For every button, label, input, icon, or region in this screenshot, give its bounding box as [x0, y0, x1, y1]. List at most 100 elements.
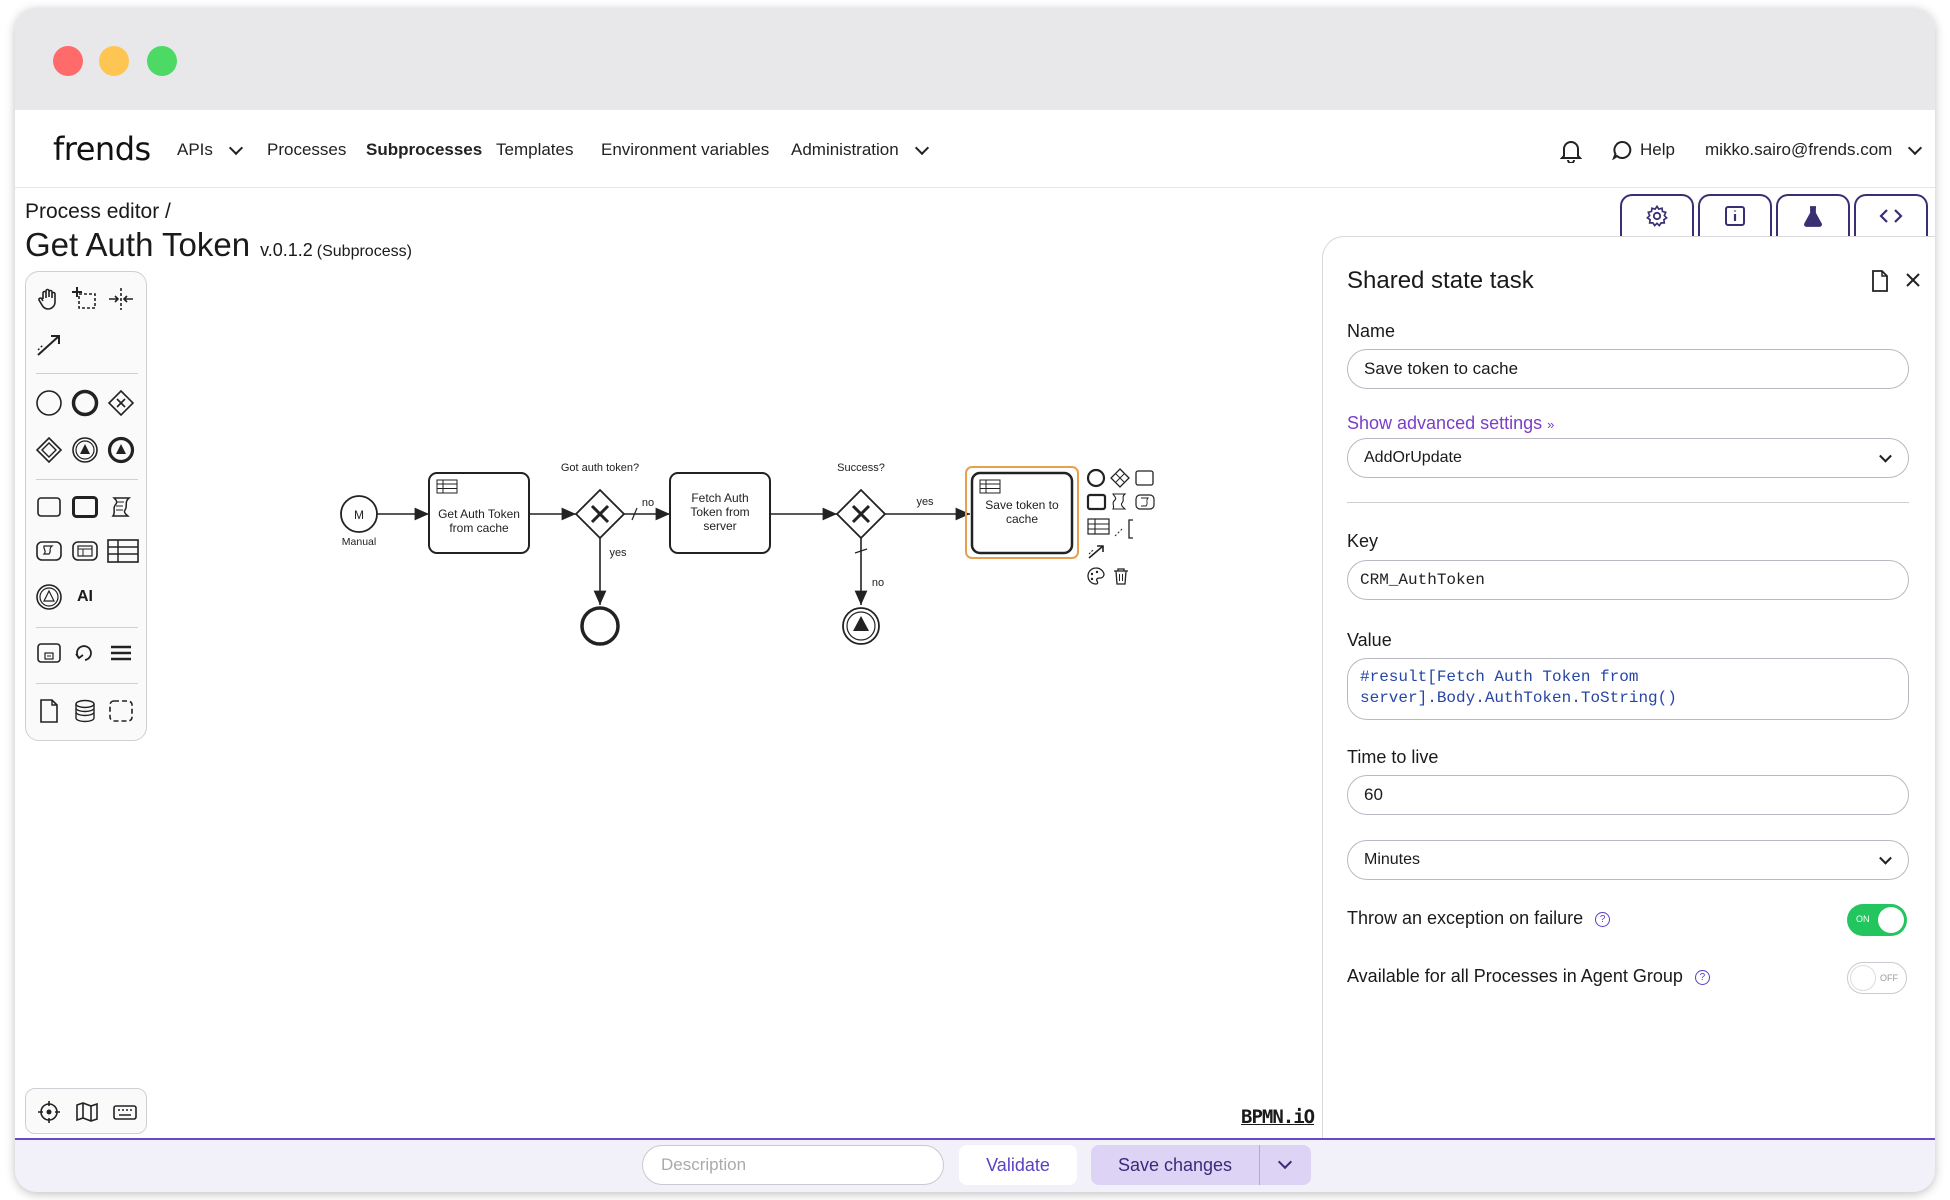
- title-bar: [15, 8, 1935, 110]
- document-icon[interactable]: [1871, 270, 1889, 297]
- save-changes-button[interactable]: Save changes: [1091, 1145, 1311, 1185]
- task-save-token-to-cache[interactable]: Save token to cache: [965, 466, 1079, 559]
- close-window-button[interactable]: [53, 46, 83, 76]
- help-icon[interactable]: ?: [1694, 969, 1710, 985]
- color-palette-icon[interactable]: [1087, 567, 1105, 585]
- hand-tool-icon[interactable]: [34, 284, 64, 314]
- bpmn-diagram: M Manual Get Auth Token from cache Got a…: [340, 462, 1155, 646]
- append-shared-state-icon[interactable]: [1087, 518, 1110, 535]
- data-object-icon[interactable]: [34, 696, 64, 726]
- keyboard-icon[interactable]: [110, 1097, 140, 1127]
- collapsed-subprocess-icon[interactable]: [34, 638, 64, 668]
- key-field[interactable]: CRM_AuthToken: [1347, 560, 1909, 600]
- group-icon[interactable]: [106, 696, 136, 726]
- ttl-unit-value: Minutes: [1364, 851, 1421, 868]
- script-task-icon[interactable]: [106, 492, 136, 522]
- default-flow-marker: [854, 548, 868, 554]
- save-options-dropdown[interactable]: [1260, 1154, 1310, 1170]
- gateway-icon[interactable]: [106, 388, 136, 418]
- space-tool-icon[interactable]: [106, 284, 136, 314]
- append-end-event-icon[interactable]: [1086, 468, 1106, 488]
- show-advanced-settings-link[interactable]: Show advanced settings »: [1347, 413, 1554, 434]
- process-version: v.0.1.2: [260, 240, 313, 260]
- flow-label-no: no: [642, 497, 654, 509]
- tab-test[interactable]: [1776, 194, 1850, 236]
- palette-divider: [36, 683, 138, 684]
- inclusive-gateway-icon[interactable]: [34, 435, 64, 465]
- task-fetch-auth-token[interactable]: Fetch Auth Token from server: [669, 472, 771, 554]
- validate-button[interactable]: Validate: [959, 1145, 1077, 1185]
- task-label-line: Save token to: [985, 498, 1059, 512]
- bpmn-io-logo[interactable]: BPMN.iO: [1241, 1106, 1315, 1128]
- nav-environment-variables[interactable]: Environment variables: [601, 140, 769, 160]
- recenter-icon[interactable]: [34, 1097, 64, 1127]
- description-input[interactable]: Description: [642, 1145, 944, 1185]
- tab-info[interactable]: [1698, 194, 1772, 236]
- tab-settings[interactable]: [1620, 194, 1694, 236]
- minimize-window-button[interactable]: [99, 46, 129, 76]
- nav-subprocesses-label: Subprocesses: [366, 140, 483, 159]
- start-event[interactable]: M Manual: [340, 495, 378, 548]
- maximize-window-button[interactable]: [147, 46, 177, 76]
- frends-logo[interactable]: frends: [53, 130, 151, 168]
- gateway-got-auth-token[interactable]: Got auth token?: [561, 462, 639, 540]
- loop-icon[interactable]: [70, 638, 100, 668]
- text-annotation-icon[interactable]: [1114, 519, 1133, 539]
- breadcrumb[interactable]: Process editor /: [25, 200, 171, 223]
- operation-select[interactable]: AddOrUpdate: [1347, 438, 1909, 478]
- end-event-icon[interactable]: [70, 388, 100, 418]
- tab-code[interactable]: [1854, 194, 1928, 236]
- shared-state-task-icon[interactable]: [106, 536, 140, 566]
- nav-administration[interactable]: Administration: [791, 140, 929, 160]
- nav-apis[interactable]: APIs: [177, 140, 243, 160]
- time-unit-select[interactable]: Minutes: [1347, 840, 1909, 880]
- divider: [1259, 1145, 1260, 1185]
- code-task-icon[interactable]: [34, 536, 64, 566]
- task-get-auth-token[interactable]: Get Auth Token from cache: [428, 472, 530, 554]
- map-icon[interactable]: [72, 1097, 102, 1127]
- time-to-live-field[interactable]: 60: [1347, 775, 1909, 815]
- browser-window: frends APIs Processes Subprocesses Templ…: [15, 8, 1935, 1192]
- shared-state-task-icon: [436, 479, 458, 494]
- connect-icon[interactable]: [1088, 545, 1104, 559]
- value-line: server].Body.AuthToken.ToString(): [1360, 689, 1677, 707]
- intermediate-event-icon[interactable]: [34, 582, 64, 612]
- key-value: CRM_AuthToken: [1360, 571, 1485, 589]
- append-script-task-icon[interactable]: [1111, 493, 1127, 510]
- end-event[interactable]: [580, 606, 620, 646]
- trash-icon[interactable]: [1114, 568, 1128, 585]
- value-field[interactable]: #result[Fetch Auth Token from server].Bo…: [1347, 658, 1909, 720]
- name-field[interactable]: Save token to cache: [1347, 349, 1909, 389]
- flow-label-yes: yes: [609, 547, 627, 559]
- call-activity-icon[interactable]: [70, 492, 100, 522]
- nav-processes[interactable]: Processes: [267, 140, 346, 160]
- help-icon[interactable]: ?: [1595, 911, 1611, 927]
- user-menu[interactable]: mikko.sairo@frends.com: [1705, 140, 1923, 160]
- append-gateway-icon[interactable]: [1110, 468, 1130, 488]
- error-end-event[interactable]: [842, 607, 880, 645]
- nav-subprocesses[interactable]: Subprocesses: [366, 140, 482, 160]
- append-call-activity-icon[interactable]: [1086, 493, 1107, 511]
- flask-icon: [1804, 206, 1822, 227]
- connect-tool-icon[interactable]: [34, 329, 64, 359]
- data-store-icon[interactable]: [70, 696, 100, 726]
- nav-administration-label: Administration: [791, 140, 899, 159]
- ai-task-icon[interactable]: AI: [70, 582, 100, 612]
- lasso-tool-icon[interactable]: [70, 284, 100, 314]
- task-icon[interactable]: [34, 492, 64, 522]
- bell-icon[interactable]: [1559, 139, 1583, 168]
- available-toggle[interactable]: OFF: [1847, 962, 1907, 994]
- append-code-task-icon[interactable]: [1135, 494, 1155, 510]
- throw-exception-toggle[interactable]: ON: [1847, 904, 1907, 936]
- gateway-success[interactable]: Success?: [835, 462, 887, 540]
- nav-templates[interactable]: Templates: [496, 140, 573, 160]
- parallel-multi-icon[interactable]: [106, 638, 136, 668]
- subprocess-task-icon[interactable]: [70, 536, 100, 566]
- close-icon[interactable]: [1905, 272, 1921, 293]
- start-event-icon[interactable]: [34, 388, 64, 418]
- error-event-icon[interactable]: [70, 435, 100, 465]
- nav-processes-label: Processes: [267, 140, 347, 159]
- escalation-end-icon[interactable]: [106, 435, 136, 465]
- append-task-icon[interactable]: [1135, 470, 1154, 486]
- help-button[interactable]: Help: [1612, 140, 1675, 160]
